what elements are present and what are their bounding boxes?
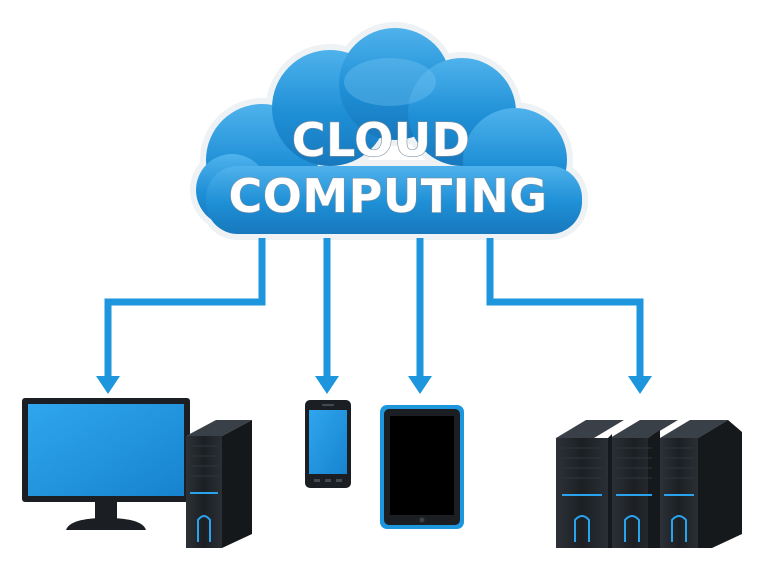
arrowheads: [96, 376, 652, 394]
arrow-to-servers: [486, 238, 644, 378]
cloud-title-line1: CLOUD: [292, 113, 471, 167]
arrowhead-phone: [315, 376, 339, 394]
server-rack-icon: [556, 420, 742, 548]
desktop-computer-icon: [22, 398, 252, 548]
arrowhead-desktop: [96, 376, 120, 394]
cloud-title-line2: COMPUTING: [229, 169, 548, 223]
server-unit-3: [660, 420, 742, 548]
connector-lines: [104, 238, 644, 378]
cloud-shape: [190, 22, 588, 240]
arrowhead-tablet: [408, 376, 432, 394]
smartphone-icon: [305, 400, 351, 488]
server-unit-1: [556, 420, 624, 548]
tablet-icon: [380, 405, 464, 529]
server-unit-2: [610, 420, 678, 548]
arrow-to-desktop: [104, 238, 266, 378]
arrowhead-servers: [628, 376, 652, 394]
